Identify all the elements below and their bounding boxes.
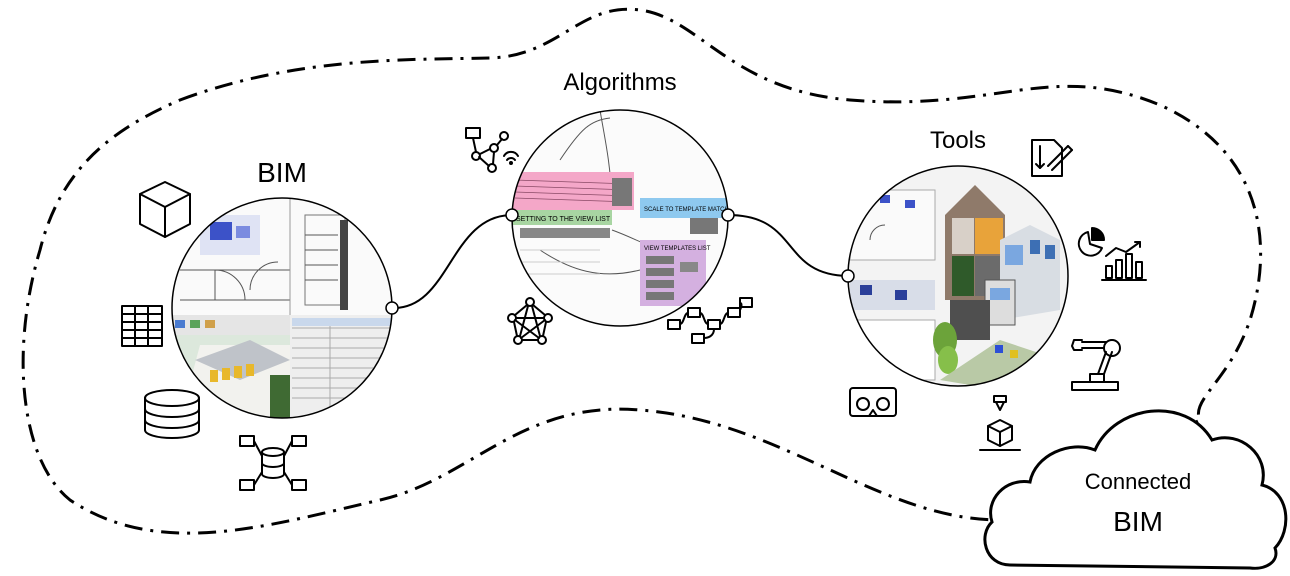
vr-headset-icon (849, 387, 897, 417)
tools-label: Tools (930, 127, 986, 154)
pie-chart-icon (1077, 227, 1105, 257)
algorithm-node-setting: SETTING TO THE VIEW LIST (516, 216, 611, 223)
connector-algorithms-tools (727, 214, 849, 277)
neural-network-icon (507, 297, 553, 345)
ecosystem-boundary (21, 7, 1263, 535)
document-edit-icon (1031, 139, 1073, 177)
spreadsheet-icon (121, 305, 163, 347)
cloud-label-bim: BIM (1113, 506, 1163, 537)
bim-screenshot-collage (172, 198, 392, 418)
bar-chart-icon (1101, 241, 1147, 281)
algorithms-label: Algorithms (563, 69, 676, 96)
database-icon (144, 389, 200, 439)
network-wifi-icon (465, 127, 519, 173)
connected-bim-cloud: Connected BIM (983, 409, 1288, 570)
tools-screenshot-collage (848, 166, 1068, 386)
algorithm-node-templates: VIEW TEMPLATES LIST (644, 246, 711, 252)
cloud-label-connected: Connected (1085, 469, 1191, 494)
distributed-database-icon (239, 435, 307, 491)
tools-connector-node (841, 269, 855, 283)
3d-printer-icon (979, 395, 1021, 451)
algorithms-screenshot-collage: SETTING TO THE VIEW LIST SCALE TO TEMPLA… (512, 110, 740, 326)
connector-bim-algorithms (391, 214, 513, 310)
flowchart-nodes-icon (667, 297, 753, 344)
algorithms-right-node (721, 208, 735, 222)
bim-connector-node (385, 301, 399, 315)
cube-icon (139, 181, 191, 238)
bim-label: BIM (257, 157, 307, 188)
algorithms-left-node (505, 208, 519, 222)
robot-arm-icon (1071, 339, 1121, 391)
algorithm-node-scale: SCALE TO TEMPLATE MATCHING (644, 207, 740, 213)
